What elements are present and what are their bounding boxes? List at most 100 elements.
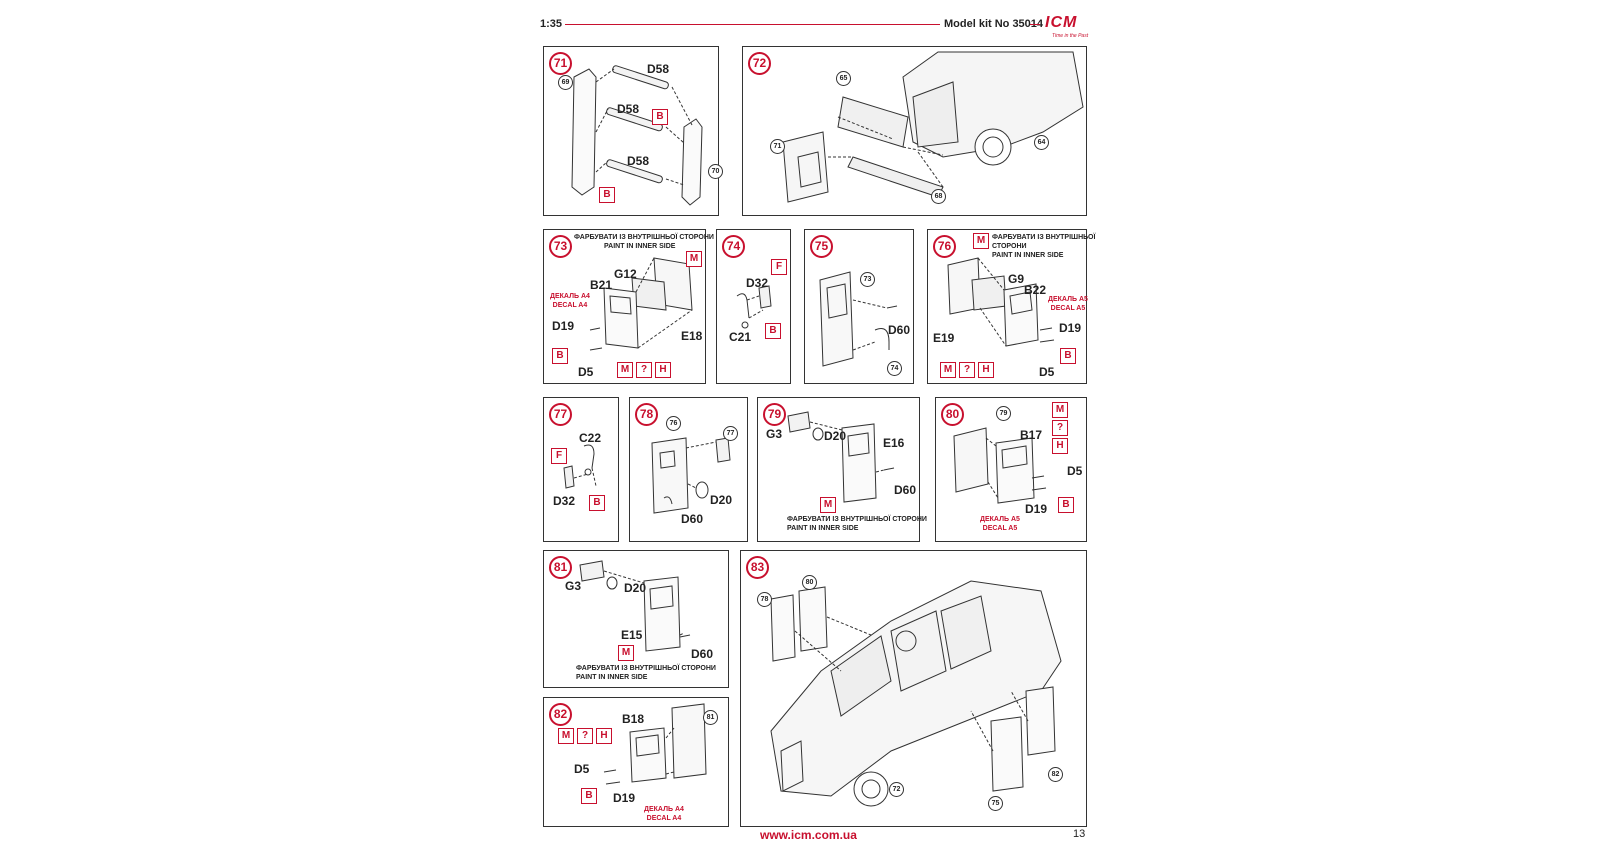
part-label: E19 xyxy=(933,331,955,345)
header-rule-short xyxy=(1030,24,1040,25)
part-ref: 76 xyxy=(666,416,681,431)
part-ref: 74 xyxy=(887,361,902,376)
part-ref: 73 xyxy=(860,272,875,287)
paint-code: M xyxy=(618,645,634,661)
part-label: D32 xyxy=(746,276,769,290)
part-label: D19 xyxy=(552,319,575,333)
part-ref: 82 xyxy=(1048,767,1063,782)
paint-code: F xyxy=(551,448,567,464)
part-label: G9 xyxy=(1008,272,1025,286)
step-number: 77 xyxy=(549,403,572,426)
part-ref: 70 xyxy=(708,164,723,179)
part-label: B22 xyxy=(1024,283,1047,297)
part-ref: 64 xyxy=(1034,135,1049,150)
part-label: D20 xyxy=(710,493,733,507)
icm-logo: ICM xyxy=(1045,14,1078,31)
header-rule xyxy=(565,24,940,25)
part-ref: 75 xyxy=(988,796,1003,811)
paint-code: B xyxy=(599,187,615,203)
part-label: G12 xyxy=(614,267,637,281)
step-77-panel: 77 C22 D32 F B xyxy=(543,397,619,542)
step-82-drawing xyxy=(603,703,707,785)
paint-code: M xyxy=(1052,402,1068,418)
paint-code: H xyxy=(596,728,612,744)
part-label: D5 xyxy=(578,365,594,379)
step-78-panel: 78 76 77 D20 D60 xyxy=(629,397,748,542)
step-number: 72 xyxy=(748,52,771,75)
step-79-drawing xyxy=(787,411,895,503)
part-ref: 72 xyxy=(889,782,904,797)
paint-code: B xyxy=(765,323,781,339)
part-label: D20 xyxy=(824,429,847,443)
step-number: 80 xyxy=(941,403,964,426)
step-number: 71 xyxy=(549,52,572,75)
part-label: D58 xyxy=(647,62,670,76)
part-ref: 77 xyxy=(723,426,738,441)
step-75-drawing xyxy=(819,271,898,367)
paint-code: M xyxy=(820,497,836,513)
paint-code: F xyxy=(771,259,787,275)
part-label: B18 xyxy=(622,712,645,726)
part-label: D19 xyxy=(1059,321,1082,335)
part-ref: 79 xyxy=(996,406,1011,421)
step-number: 83 xyxy=(746,556,769,579)
step-77-drawing xyxy=(563,444,597,489)
step-81-panel: 81 G3 D20 E15 D60 M ФАРБУВАТИ ІЗ ВНУТРІШ… xyxy=(543,550,729,688)
part-label: G3 xyxy=(565,579,582,593)
step-74-panel: 74 D32 C21 F B xyxy=(716,229,791,384)
step-75-panel: 75 73 74 D60 xyxy=(804,229,914,384)
paint-code: M xyxy=(973,233,989,249)
paint-code: M xyxy=(940,362,956,378)
part-ref: 68 xyxy=(931,189,946,204)
part-label: D60 xyxy=(894,483,917,497)
paint-code: B xyxy=(652,109,668,125)
page-number: 13 xyxy=(1073,828,1086,840)
part-label: C22 xyxy=(579,431,602,445)
part-label: B17 xyxy=(1020,428,1043,442)
step-number: 82 xyxy=(549,703,572,726)
part-ref: 81 xyxy=(703,710,718,725)
paint-code: B xyxy=(552,348,568,364)
step-81-drawing xyxy=(579,560,691,652)
step-number: 78 xyxy=(635,403,658,426)
step-number: 75 xyxy=(810,235,833,258)
step-number: 76 xyxy=(933,235,956,258)
step-71-panel: 71 69 70 D58 D58 D58 B B xyxy=(543,46,723,216)
step-number: 79 xyxy=(763,403,786,426)
part-label: B21 xyxy=(590,278,613,292)
part-label: D60 xyxy=(681,512,704,526)
part-label: E15 xyxy=(621,628,643,642)
paint-code: ? xyxy=(636,362,652,378)
step-80-drawing xyxy=(953,427,1047,504)
part-label: D19 xyxy=(1025,502,1048,516)
part-label: D5 xyxy=(1039,365,1055,379)
part-ref: 80 xyxy=(802,575,817,590)
part-ref: 69 xyxy=(558,75,573,90)
part-label: E16 xyxy=(883,436,905,450)
paint-code: H xyxy=(978,362,994,378)
step-71-drawing xyxy=(571,65,703,206)
step-73-drawing xyxy=(589,257,693,351)
paint-code: B xyxy=(1058,497,1074,513)
website-link[interactable]: www.icm.com.ua xyxy=(760,828,857,842)
paint-code: ? xyxy=(1052,420,1068,436)
paint-code: B xyxy=(589,495,605,511)
logo-tagline: Time in the Past xyxy=(1052,33,1089,39)
step-78-drawing xyxy=(651,437,731,514)
paint-code: B xyxy=(1060,348,1076,364)
part-label: D5 xyxy=(1067,464,1083,478)
part-label: D20 xyxy=(624,581,647,595)
step-83-panel: 83 80 78 72 75 82 xyxy=(740,550,1087,827)
part-label: D58 xyxy=(617,102,640,116)
kit-number: Model kit No 35014 xyxy=(944,18,1044,30)
